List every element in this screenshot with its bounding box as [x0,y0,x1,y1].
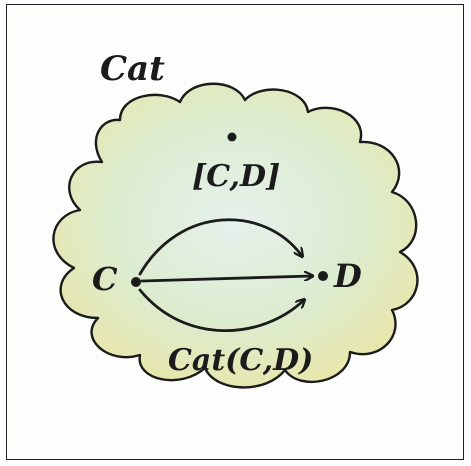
hom-set-label: Cat(C,D) [168,343,313,378]
object-c-point [131,277,141,287]
functor-category-point [228,133,237,142]
object-d-label: D [333,257,362,295]
functor-category-label: [C,D] [192,159,280,194]
category-cloud [53,84,417,388]
object-d-point [318,271,328,281]
category-title: Cat [100,49,165,89]
object-c-label: C [92,260,118,298]
